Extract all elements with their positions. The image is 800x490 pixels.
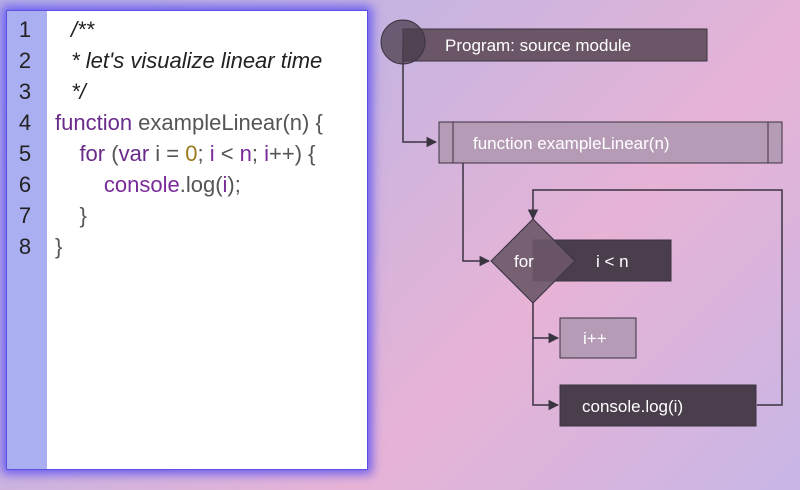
code-token: i (209, 141, 215, 166)
code-token: .log( (179, 172, 223, 197)
condition-label: i < n (596, 252, 629, 271)
for-label: for (514, 252, 534, 271)
code-token: } (55, 234, 63, 259)
line-number: 6 (18, 172, 32, 197)
line-number-gutter (7, 11, 47, 469)
code-token: ; (197, 141, 210, 166)
function-label: function exampleLinear(n) (473, 134, 670, 153)
code-text: console.log(i); (55, 170, 241, 200)
code-token: i = (149, 141, 186, 166)
code-token: console (55, 172, 180, 197)
code-token: ( (105, 141, 119, 166)
code-line: 4 function exampleLinear(n) { (7, 108, 367, 138)
code-token: */ (65, 79, 86, 104)
line-number: 4 (18, 110, 32, 135)
code-token: ++) { (269, 141, 316, 166)
code-token: i (222, 172, 228, 197)
code-text: */ (55, 77, 86, 107)
function-node: function exampleLinear(n) (438, 121, 783, 164)
code-text: * let's visualize linear time (55, 46, 322, 76)
code-line: 3 */ (7, 77, 367, 107)
code-token: exampleLinear(n) { (132, 110, 323, 135)
for-decision-node: for (490, 218, 576, 304)
code-token: var (118, 141, 150, 166)
code-token: /** (71, 17, 95, 42)
program-node: Program: source module (380, 19, 708, 65)
connector-for-to-increment (532, 302, 560, 344)
program-label: Program: source module (445, 36, 631, 55)
code-token: 0 (185, 141, 198, 166)
body-label: console.log(i) (582, 397, 683, 416)
code-line: 5 for (var i = 0; i < n; i++) { (7, 139, 367, 169)
code-token: function (55, 110, 133, 135)
code-token: < (214, 141, 240, 166)
code-token: } (55, 203, 87, 228)
code-token: for (55, 141, 106, 166)
line-number: 2 (18, 48, 32, 73)
code-line: 1 /** (7, 15, 367, 45)
code-token: ; (251, 141, 265, 166)
line-number: 7 (18, 203, 32, 228)
code-token: * let's visualize linear time (65, 48, 323, 73)
connector-loop-back (527, 189, 783, 406)
increment-label: i++ (583, 329, 607, 348)
code-text: /** (55, 15, 94, 45)
connector-for-to-body (532, 338, 560, 411)
increment-node: i++ (559, 317, 637, 359)
line-number: 3 (18, 79, 32, 104)
code-token: n (239, 141, 252, 166)
code-token: i (264, 141, 270, 166)
line-number: 8 (18, 234, 32, 259)
line-number: 5 (18, 141, 32, 166)
code-text: } (55, 201, 87, 231)
code-line: 8} (7, 232, 367, 262)
connector-function-to-for (462, 162, 491, 267)
code-line: 6 console.log(i); (7, 170, 367, 200)
body-node: console.log(i) (559, 384, 757, 427)
code-line: 2 * let's visualize linear time (7, 46, 367, 76)
code-text: for (var i = 0; i < n; i++) { (55, 139, 316, 169)
code-text: } (55, 232, 62, 262)
code-text: function exampleLinear(n) { (55, 108, 323, 138)
code-token: ); (227, 172, 241, 197)
connector-program-to-function (402, 45, 438, 148)
code-line: 7 } (7, 201, 367, 231)
line-number: 1 (18, 17, 32, 42)
